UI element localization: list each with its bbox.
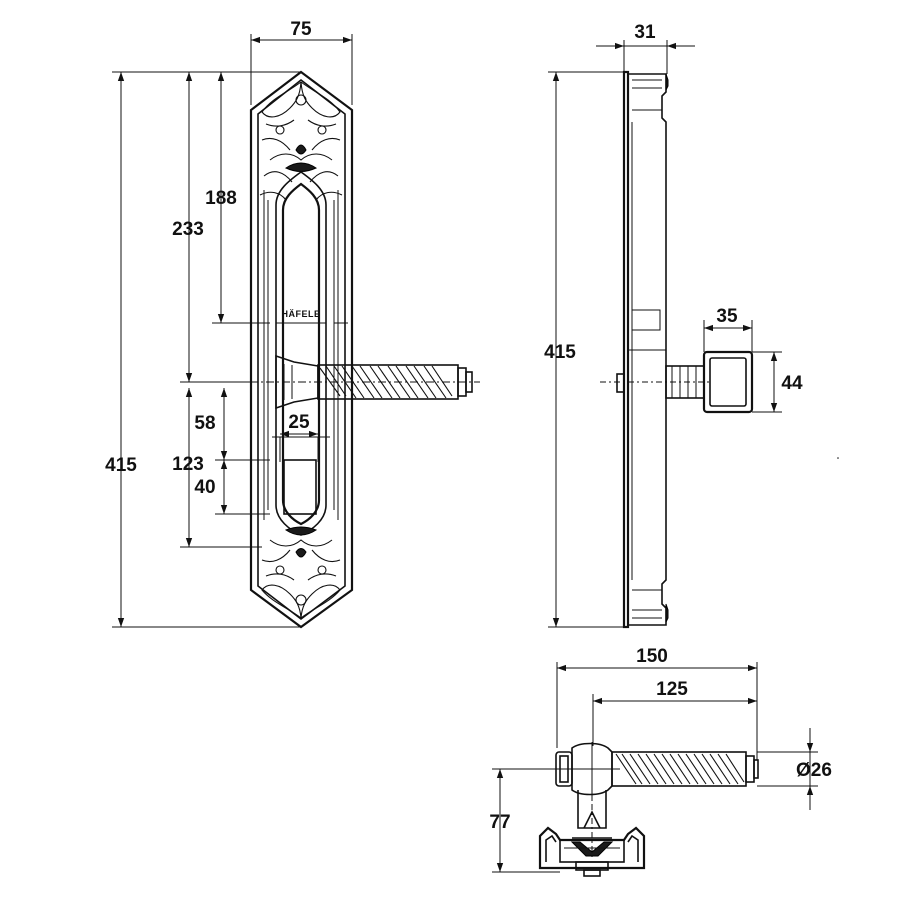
brand-label: HÄFELE: [282, 309, 321, 319]
dim-lever-total: 150: [636, 646, 668, 667]
top-ornament: [259, 81, 343, 201]
top-neck: [572, 790, 612, 860]
dim-spindle-square: 35: [716, 306, 738, 327]
dim-front-width: 75: [290, 19, 312, 40]
top-lever: [555, 742, 759, 800]
dim-cylinder-width: 25: [288, 412, 310, 433]
side-view: 31 415 35 44: [544, 22, 839, 629]
top-lever-twist: [615, 753, 745, 785]
side-extension-lines: [548, 40, 782, 628]
dim-lever-projection: 77: [489, 812, 510, 833]
dim-side-depth: 31: [634, 22, 656, 43]
dim-cylinder-height: 40: [194, 477, 215, 498]
dim-top-to-window: 188: [205, 188, 237, 209]
front-lever: [250, 354, 480, 410]
top-view: 150 125 Ø26 77: [489, 646, 832, 877]
side-body: [616, 70, 669, 629]
top-base: [538, 826, 646, 877]
side-dimensions: 31 415 35 44: [544, 22, 803, 627]
dim-spindle-to-bottom: 123: [172, 454, 204, 475]
top-dimensions: 150 125 Ø26 77: [489, 646, 832, 872]
dim-lever-diameter: Ø26: [796, 760, 832, 781]
dim-spindle-height: 44: [781, 373, 803, 394]
dim-side-height: 415: [544, 342, 576, 363]
escutcheon-plate: HÄFELE: [249, 70, 354, 629]
front-view: HÄFELE 75 415 233: [105, 19, 480, 629]
front-extension-lines: [112, 34, 353, 628]
dim-front-height: 415: [105, 455, 137, 476]
spindle-square: [702, 350, 754, 414]
front-dimensions: 75 415 233 188 58 123 40 25: [105, 19, 352, 627]
cylinder-window: [283, 459, 317, 515]
dim-spindle-to-cylinder: 58: [194, 413, 215, 434]
side-spindle: [600, 350, 754, 414]
dim-top-to-spindle: 233: [172, 219, 204, 240]
bottom-ornament: [261, 526, 341, 619]
dim-lever-grip: 125: [656, 679, 688, 700]
